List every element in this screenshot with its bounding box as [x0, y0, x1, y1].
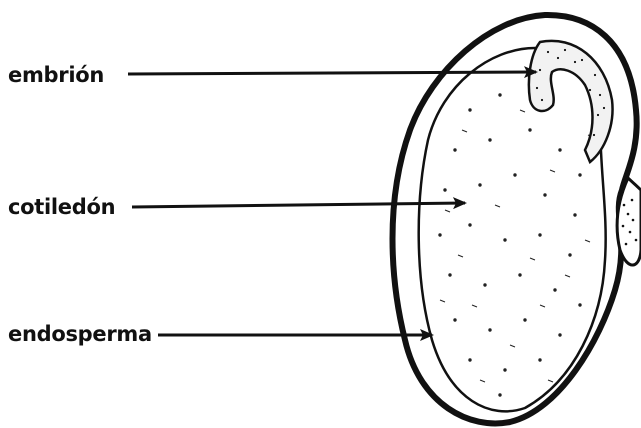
embrion-arrow [128, 72, 536, 74]
embryo-shape [529, 41, 613, 162]
endosperma-label: endosperma [8, 322, 152, 346]
cotiledon-arrow [132, 203, 465, 207]
cotyledon-outline [419, 48, 606, 411]
cotiledon-label: cotiledón [8, 195, 115, 219]
cotyledon-texture [439, 94, 593, 396]
embrion-label: embrión [8, 63, 104, 87]
